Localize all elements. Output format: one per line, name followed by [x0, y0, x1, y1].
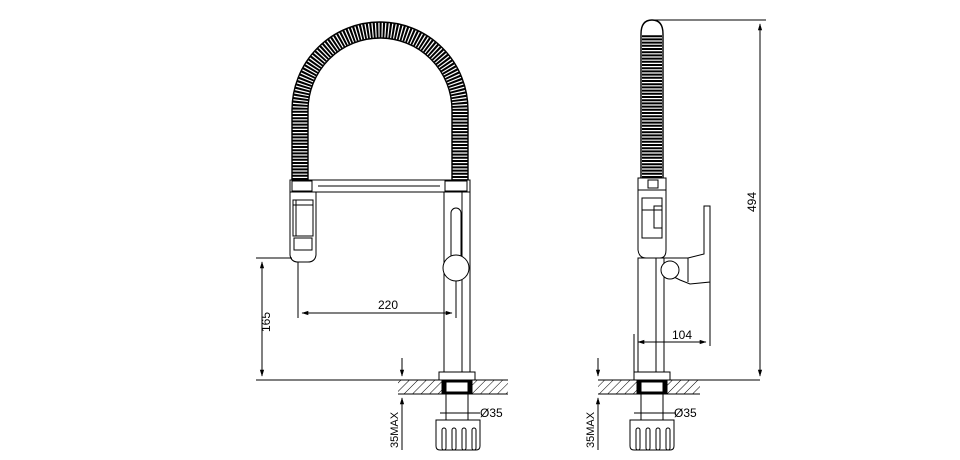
side-dim-104-label: 104: [672, 328, 692, 342]
front-dim-165-label: 165: [259, 312, 273, 332]
side-dim-hole-label: Ø35: [674, 406, 697, 420]
front-dim-165-lines: [256, 257, 398, 381]
front-body: [442, 191, 471, 373]
side-view: [595, 19, 766, 451]
front-base: [438, 371, 476, 395]
side-dim-494-label: 494: [745, 192, 759, 212]
side-fixing: [629, 394, 675, 451]
front-dim-220-lines: [297, 262, 457, 318]
front-spring-hose: [291, 21, 469, 180]
side-dim-35max-label: 35MAX: [585, 411, 597, 448]
front-holder-bar: [289, 179, 471, 193]
front-dim-35max-label: 35MAX: [389, 411, 401, 448]
side-dim-104-lines: [633, 282, 711, 372]
side-countertop: [598, 379, 760, 395]
side-holder: [637, 177, 667, 191]
front-fixing: [435, 394, 481, 451]
side-body: [637, 257, 665, 373]
side-spray-head: [637, 189, 667, 259]
front-view: [256, 21, 508, 451]
side-base: [633, 371, 671, 395]
front-dim-hole-lines: [440, 405, 480, 420]
side-dim-494-lines: [652, 19, 766, 377]
front-spray-head: [289, 191, 317, 263]
front-dim-hole-label: Ø35: [480, 406, 503, 420]
side-spring-hose: [640, 19, 664, 178]
side-dim-hole-lines: [634, 405, 676, 420]
side-lever: [660, 205, 711, 285]
front-dim-220-label: 220: [378, 298, 398, 312]
